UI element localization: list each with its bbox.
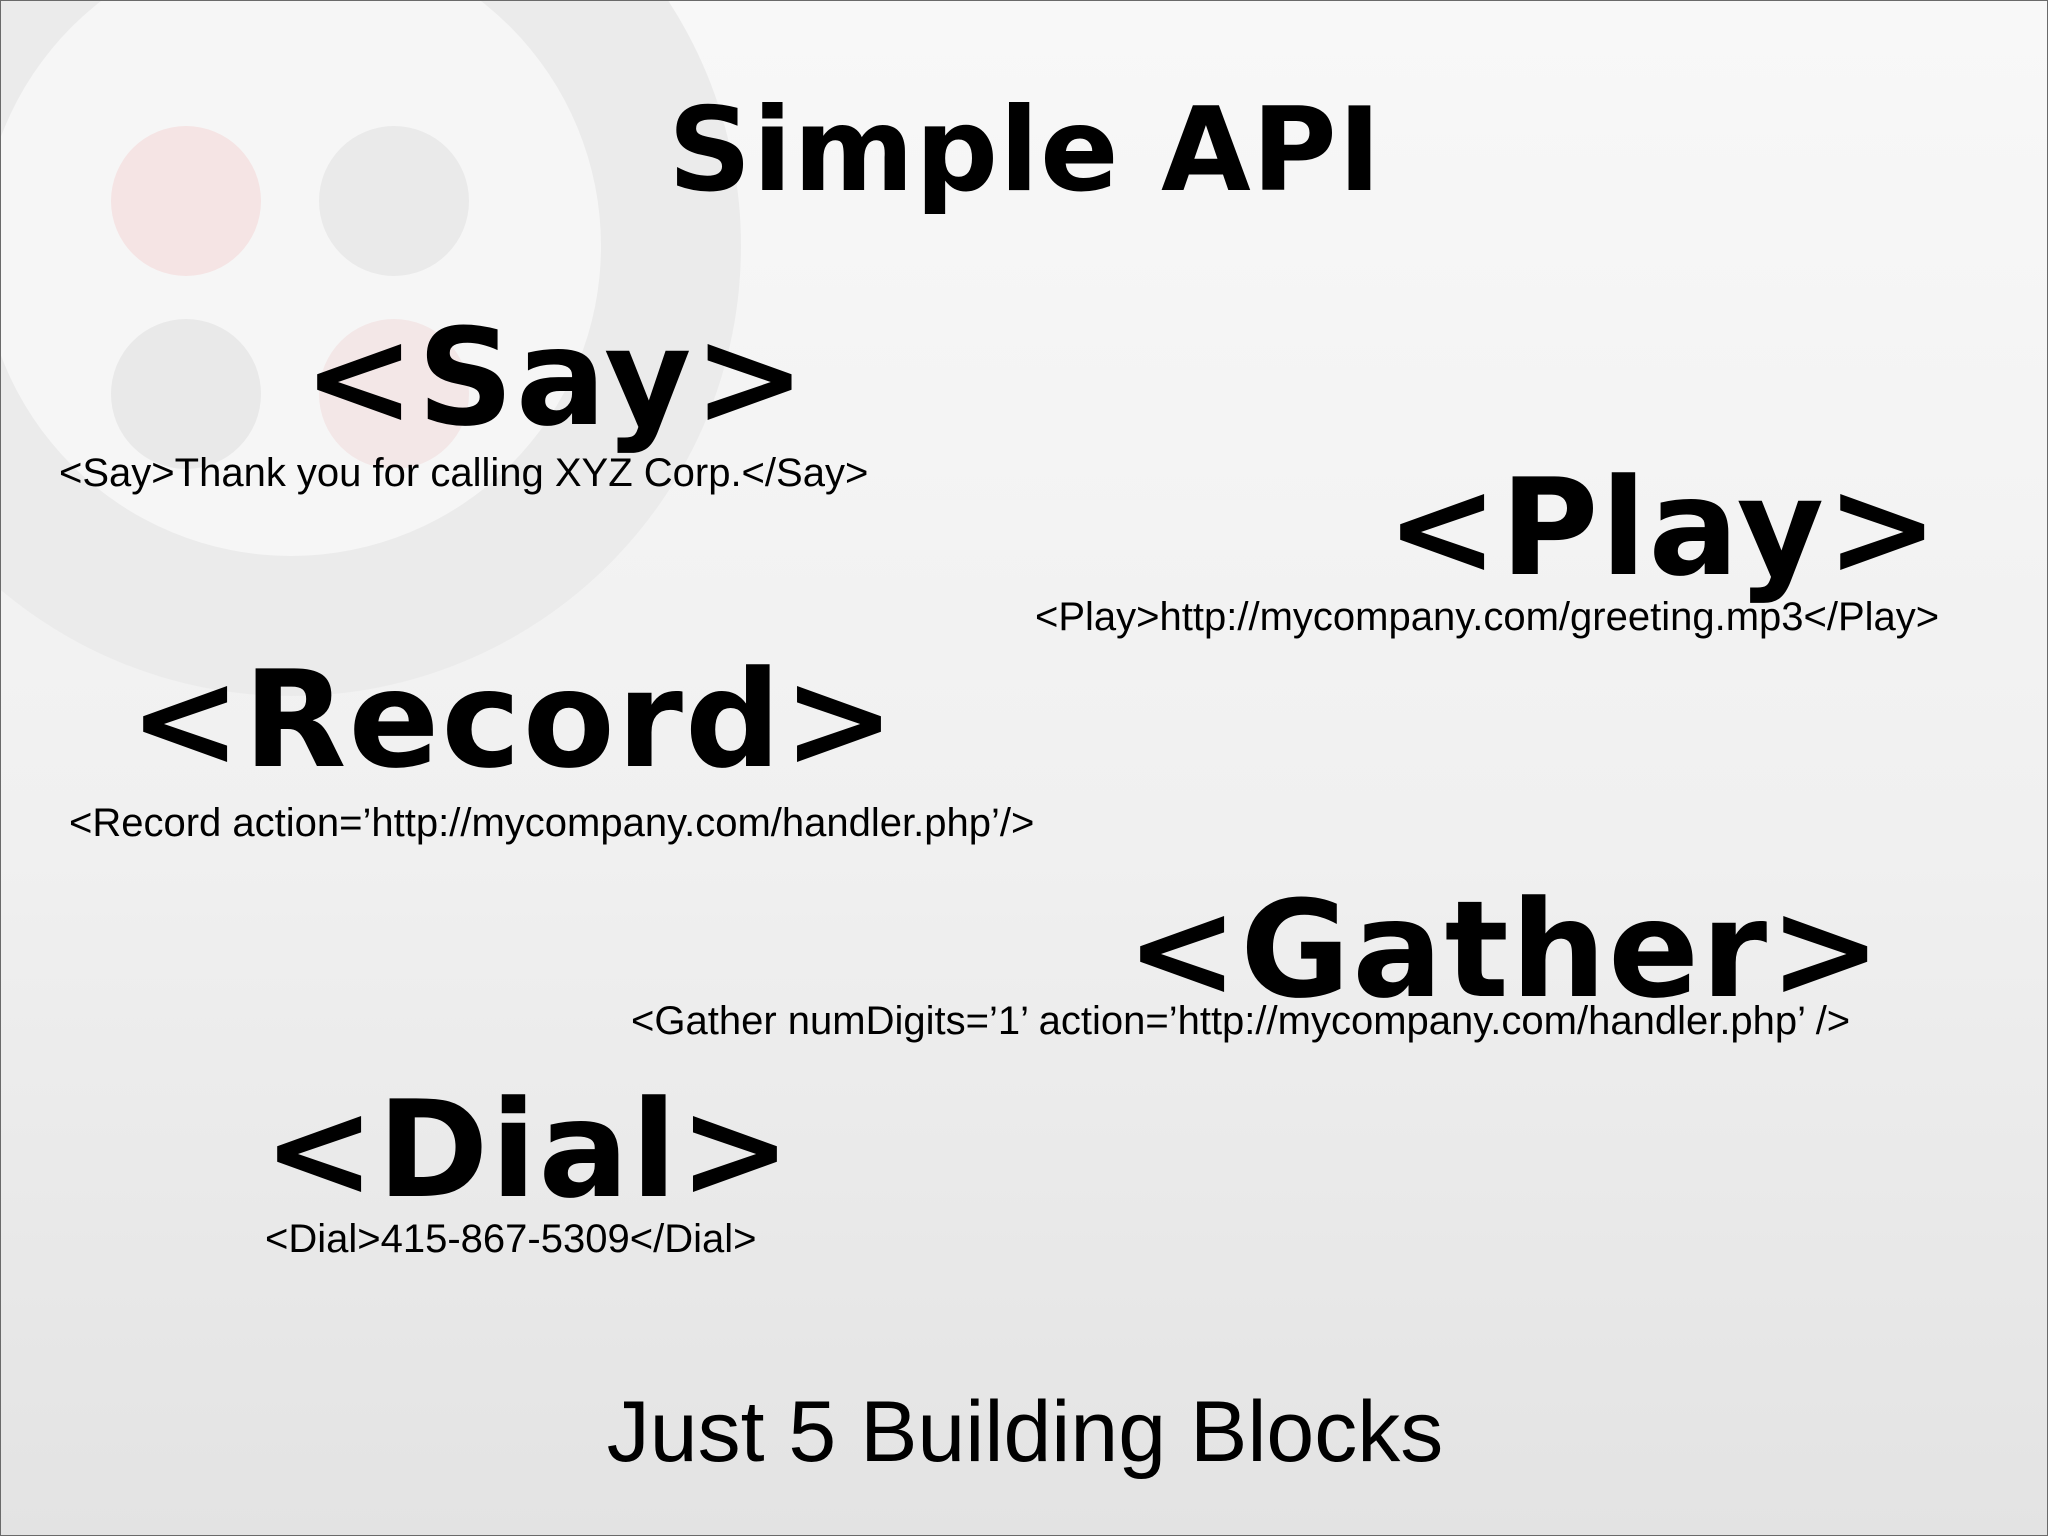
- verb-gather-heading: <Gather>: [1126, 872, 1884, 1028]
- slide-title: Simple API: [668, 83, 1382, 218]
- verb-record-heading: <Record>: [129, 642, 898, 798]
- verb-gather-example: <Gather numDigits=’1’ action=’http://myc…: [631, 999, 1851, 1043]
- watermark-dot-icon: [111, 319, 261, 469]
- verb-record-example: <Record action=’http://mycompany.com/han…: [69, 801, 1035, 845]
- verb-play-example: <Play>http://mycompany.com/greeting.mp3<…: [1035, 595, 1940, 639]
- verb-dial-example: <Dial>415-867-5309</Dial>: [265, 1217, 757, 1261]
- verb-say-heading: <Say>: [303, 300, 808, 456]
- slide-footer: Just 5 Building Blocks: [606, 1384, 1444, 1480]
- verb-dial-heading: <Dial>: [263, 1072, 794, 1228]
- verb-say-example: <Say>Thank you for calling XYZ Corp.</Sa…: [59, 451, 869, 495]
- verb-play-heading: <Play>: [1386, 450, 1941, 606]
